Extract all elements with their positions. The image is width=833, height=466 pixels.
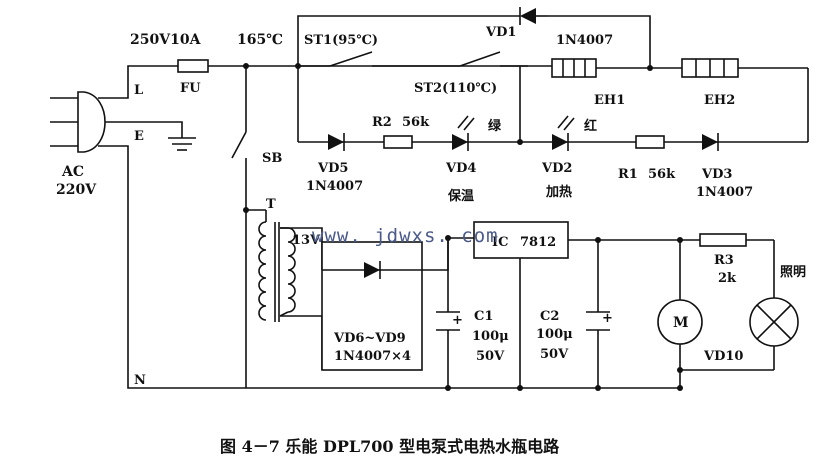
resistor-r1 [635,135,665,149]
c1-voltage-label: 50V [476,349,505,364]
led-vd2-red [552,115,575,151]
junction-dots [243,63,683,391]
eh1-label: EH1 [594,93,625,108]
bridge-part-label: 1N4007×4 [334,349,411,364]
vd2-function-label: 加热 [545,184,572,200]
vd2-label: VD2 [541,161,572,176]
line-e-label: E [134,129,144,144]
r1-label: R1 [618,167,638,182]
line-l-label: L [134,83,143,98]
ac-label: AC [61,164,84,180]
c2-voltage-label: 50V [540,347,569,362]
fu-label: FU [180,81,201,96]
lamp-icon [749,297,799,347]
figure-caption: 图 4－7 乐能 DPL700 型电泵式电热水瓶电路 [220,437,560,456]
r2-value-label: 56k [402,115,430,130]
diode-vd3 [702,133,719,151]
lighting-label: 照明 [780,265,806,280]
capacitor-c2 [586,311,610,331]
ac-plug [50,91,106,153]
red-label: 红 [584,118,597,134]
website-watermark: www. jdwxs. com [312,225,499,247]
c1-value-label: 100μ [472,329,509,344]
thermostat-temp-label: 165℃ [237,32,283,48]
r3-label: R3 [714,253,734,268]
r1-value-label: 56k [648,167,676,182]
vd4-function-label: 保温 [447,188,474,204]
ic-label: IC [492,235,508,250]
vd3-part-label: 1N4007 [696,185,753,200]
diode-vd1 [519,7,548,25]
vd1-part-label: 1N4007 [556,33,613,48]
component-labels: 250V10A 165℃ ST1(95℃) VD1 1N4007 ST2(110… [56,25,806,388]
sb-label: SB [262,151,282,166]
heater-eh2 [681,58,739,78]
resistor-r2 [383,135,413,149]
resistor-r3 [699,233,747,247]
c2-value-label: 100μ [536,327,573,342]
vd3-label: VD3 [701,167,732,182]
vd5-label: VD5 [317,161,348,176]
transformer-label: T [266,197,276,212]
fuse-fu [177,59,209,73]
secondary-voltage-label: 13V [292,233,321,248]
vd10-label: VD10 [703,349,743,364]
led-vd4-green [452,115,475,151]
vd5-part-label: 1N4007 [306,179,363,194]
bridge-rectifier [321,241,423,371]
ground-icon [168,137,196,151]
st1-label: ST1(95℃) [304,33,378,48]
motor-label: M [673,315,689,331]
r2-label: R2 [372,115,392,130]
c1-plus-label: + [452,313,463,328]
motor-m [657,299,703,345]
transformer-t [258,221,296,322]
vd1-label: VD1 [485,25,516,40]
line-n-label: N [134,373,146,388]
vd4-label: VD4 [445,161,476,176]
green-label: 绿 [488,118,502,134]
c1-label: C1 [474,309,493,324]
thermostat-switch-165 [231,131,247,159]
ic-part-label: 7812 [520,235,556,250]
diode-vd5 [328,133,345,151]
r3-value-label: 2k [718,271,737,286]
fuse-rating-label: 250V10A [130,32,202,48]
c2-label: C2 [540,309,559,324]
capacitor-c1 [436,311,460,331]
regulator-ic-7812 [473,221,569,259]
ac-voltage-label: 220V [56,182,97,198]
heater-eh1 [551,58,597,78]
st2-label: ST2(110℃) [414,81,497,96]
bridge-label: VD6~VD9 [333,331,406,346]
eh2-label: EH2 [704,93,735,108]
c2-plus-label: + [602,311,613,326]
